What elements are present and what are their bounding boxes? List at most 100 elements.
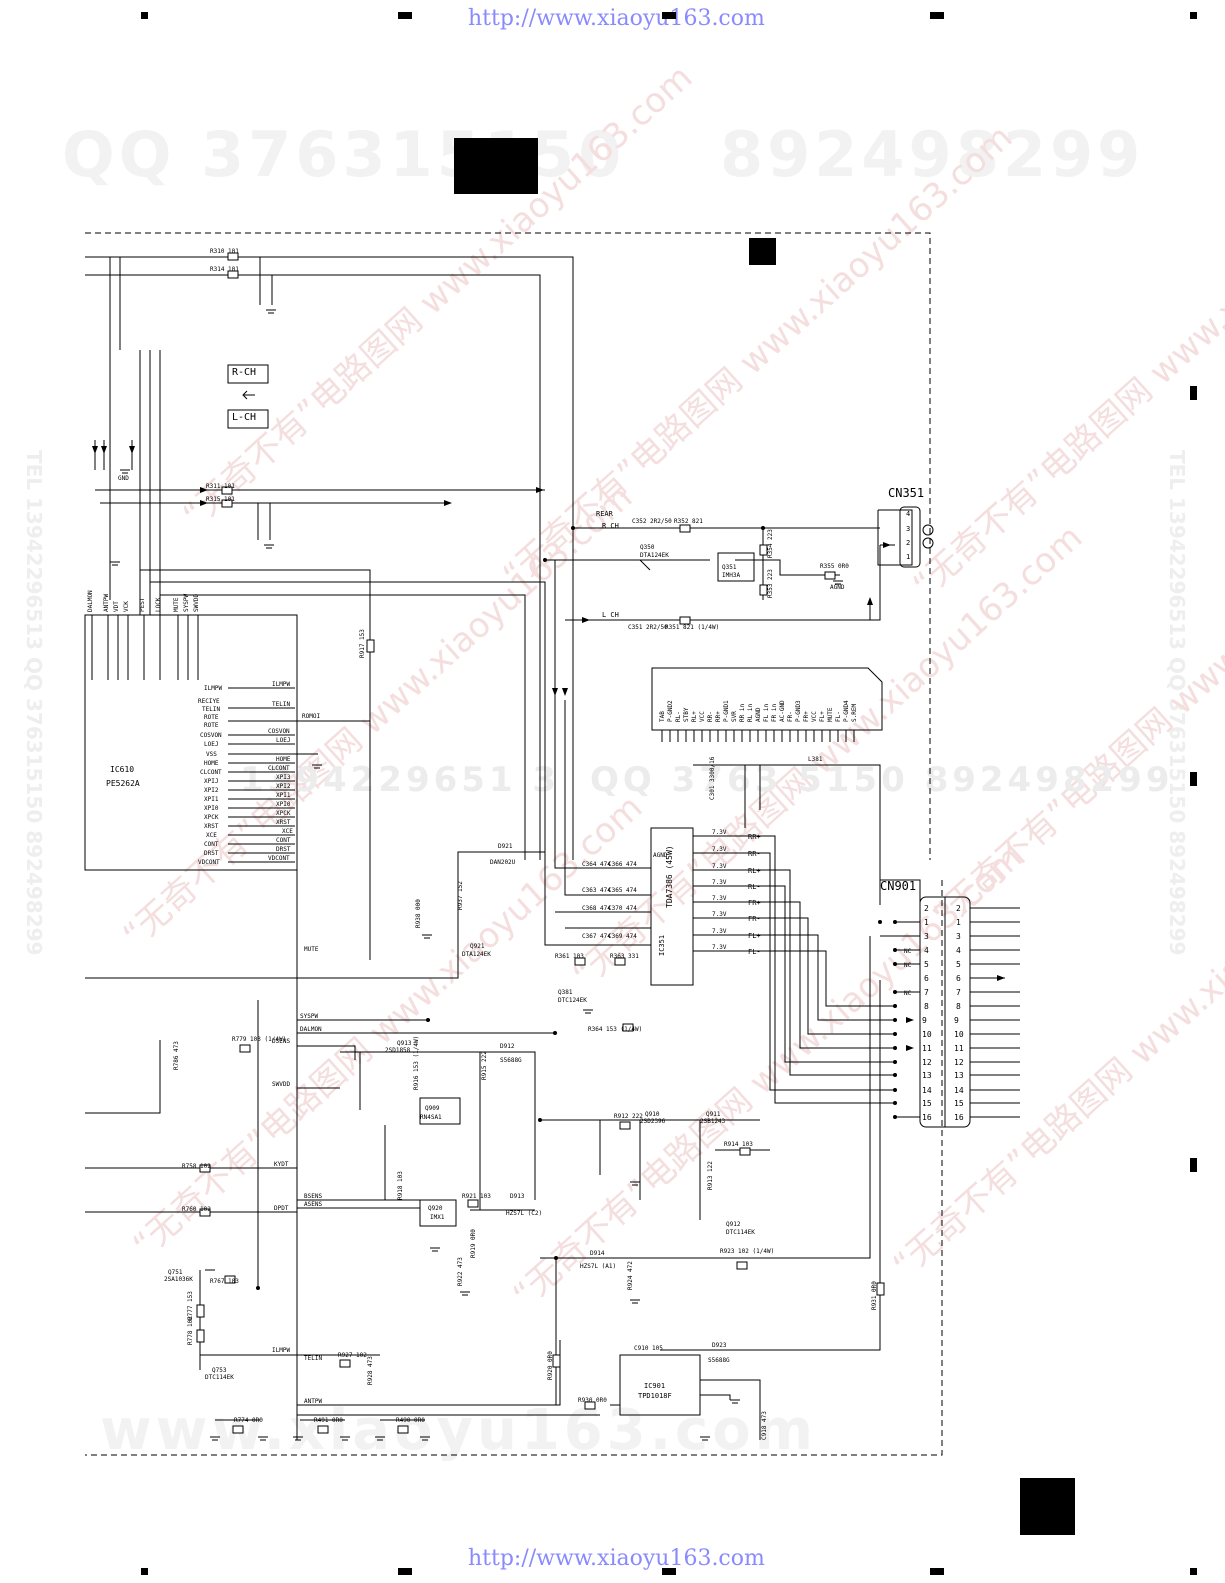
agnd-label: AGND — [653, 852, 668, 859]
voltage-label: 7.3V — [712, 863, 727, 870]
tda-pin: FL in — [763, 704, 770, 722]
q911-label: Q911 — [706, 1111, 721, 1118]
voltage-label: 7.3V — [712, 829, 727, 836]
resistor-label: R914 103 — [724, 1141, 753, 1148]
ic610-pin: COSVON — [200, 732, 222, 739]
ic351-part: TDA7386 (45W) — [665, 845, 674, 908]
cn901-left-pin: 9 — [922, 1016, 927, 1025]
resistor-label: R491 0R0 — [314, 1417, 343, 1424]
capacitor-label: C370 474 — [608, 905, 637, 912]
d914-label: D914 — [590, 1250, 605, 1257]
reg-mark — [398, 12, 412, 19]
tda-pin: P-GND2 — [667, 700, 674, 722]
signal-label: XPI1 — [276, 792, 291, 799]
ic610-top-pin: LOCK — [155, 597, 162, 612]
cn901-left-pin: 12 — [922, 1058, 932, 1067]
cn901-right-pin: 13 — [954, 1071, 964, 1080]
rch-line-label: R CH — [602, 522, 619, 530]
ic610-pin: ROTE — [204, 714, 219, 721]
cn901-left-pin: 14 — [922, 1086, 932, 1095]
q909-body — [419, 1097, 461, 1125]
nc-label: NC — [904, 948, 912, 955]
resistor-label: R920 0R0 — [547, 1351, 554, 1380]
signal-label: ANTPW — [304, 1398, 322, 1405]
cn901-right-pin: 10 — [954, 1030, 964, 1039]
signal-label: CLCONT — [268, 765, 290, 772]
side-watermark-right: TEL 13942296513 QQ 376315150 892498299 — [1165, 450, 1189, 956]
voltage-label: 7.3V — [712, 895, 727, 902]
nc-label: NC — [904, 962, 912, 969]
tda-pin: P-GND3 — [795, 700, 802, 722]
resistor-label: R778 102 — [187, 1316, 194, 1345]
ic610-pin: XRST — [204, 823, 219, 830]
ic610-pin: DRST — [204, 850, 219, 857]
signal-label: ROMOI — [302, 713, 320, 720]
cn901-left-pin: 2 — [924, 904, 929, 913]
resistor-label: R927 102 — [338, 1352, 367, 1359]
signal-label: KYDT — [274, 1161, 289, 1168]
cn901-right-pin: 15 — [954, 1099, 964, 1108]
cn901-label: CN901 — [880, 879, 916, 893]
resistor-label: R774 0R0 — [234, 1417, 263, 1424]
q921-part: DTA124EK — [462, 951, 491, 958]
signal-label: SYSPW — [300, 1013, 318, 1020]
resistor-label: R490 0R0 — [396, 1417, 425, 1424]
capacitor-label: C368 474 — [582, 905, 611, 912]
ic610-top-pin: VDT — [113, 601, 120, 612]
q912-label: Q912 — [726, 1221, 741, 1228]
voltage-label: 7.3V — [712, 911, 727, 918]
resistor-label: R767 103 — [210, 1278, 239, 1285]
capacitor-label: C351 2R2/50 — [628, 624, 668, 631]
cn901-left-pin: 15 — [922, 1099, 932, 1108]
reg-mark — [141, 12, 148, 19]
ic610-top-pin: VCK — [123, 601, 130, 612]
resistor-label: R779 103 (1/4W) — [232, 1036, 286, 1043]
ic610-top-pin: ANTPW — [103, 594, 110, 612]
d921-label: D921 — [498, 843, 513, 850]
cn901-right-pin: 1 — [956, 918, 961, 927]
signal-label: HOME — [276, 756, 291, 763]
ic610-pin: VSS — [206, 751, 217, 758]
tda-pin: RR+ — [715, 711, 722, 722]
resistor-label: R919 0R0 — [470, 1229, 477, 1258]
signal-label: DSENS — [272, 1038, 290, 1045]
resistor-label: R311 101 — [206, 483, 235, 490]
reg-mark — [141, 1568, 148, 1575]
cn901-left-pin: 3 — [924, 932, 929, 941]
resistor-label: R924 472 — [627, 1261, 634, 1290]
resistor-label: R314 101 — [210, 266, 239, 273]
ic610-pin: XPIJ — [204, 778, 218, 785]
cn901-right-pin: 11 — [954, 1044, 964, 1053]
resistor-label: R928 473 — [367, 1356, 374, 1385]
cn901-right-pin: 6 — [956, 974, 961, 983]
d912-part: S5688G — [500, 1057, 522, 1064]
signal-label: SWVDD — [272, 1081, 290, 1088]
d921-part: DAN202U — [490, 859, 516, 866]
cn901-right-pin: 2 — [956, 904, 961, 913]
cn901-left-pin: 16 — [922, 1113, 932, 1122]
signal-label: XPI3 — [276, 774, 291, 781]
ic351-body — [650, 827, 694, 986]
section-label-block — [454, 138, 538, 194]
resistor-label: R351 821 (1/4W) — [665, 624, 719, 631]
tda-pin: FL- — [835, 711, 842, 722]
d914-part: HZS7L (A1) — [580, 1263, 616, 1270]
speaker-output-label: RR+ — [748, 833, 761, 841]
cn901-right-pin: 14 — [954, 1086, 964, 1095]
q751-label: Q751 — [168, 1269, 183, 1276]
tda-pin: FL+ — [819, 711, 826, 722]
rch-box-label: R-CH — [232, 367, 257, 378]
tda-pin: VCC — [811, 711, 818, 722]
capacitor-label: C301 3300/16 — [709, 756, 716, 800]
cn901-right-pin: 8 — [956, 1002, 961, 1011]
q913-label: Q913 — [397, 1040, 412, 1047]
ic610-pin: XCE — [206, 832, 217, 839]
voltage-label: 7.3V — [712, 944, 727, 951]
tda-pin: P-GND1 — [723, 700, 730, 722]
signal-label: ILMPW — [272, 681, 290, 688]
resistor-label: R937 152 — [457, 881, 464, 910]
signal-label: XRST — [276, 819, 291, 826]
cn901-left-pin: 10 — [922, 1030, 932, 1039]
q351-label: Q351 — [722, 564, 737, 571]
